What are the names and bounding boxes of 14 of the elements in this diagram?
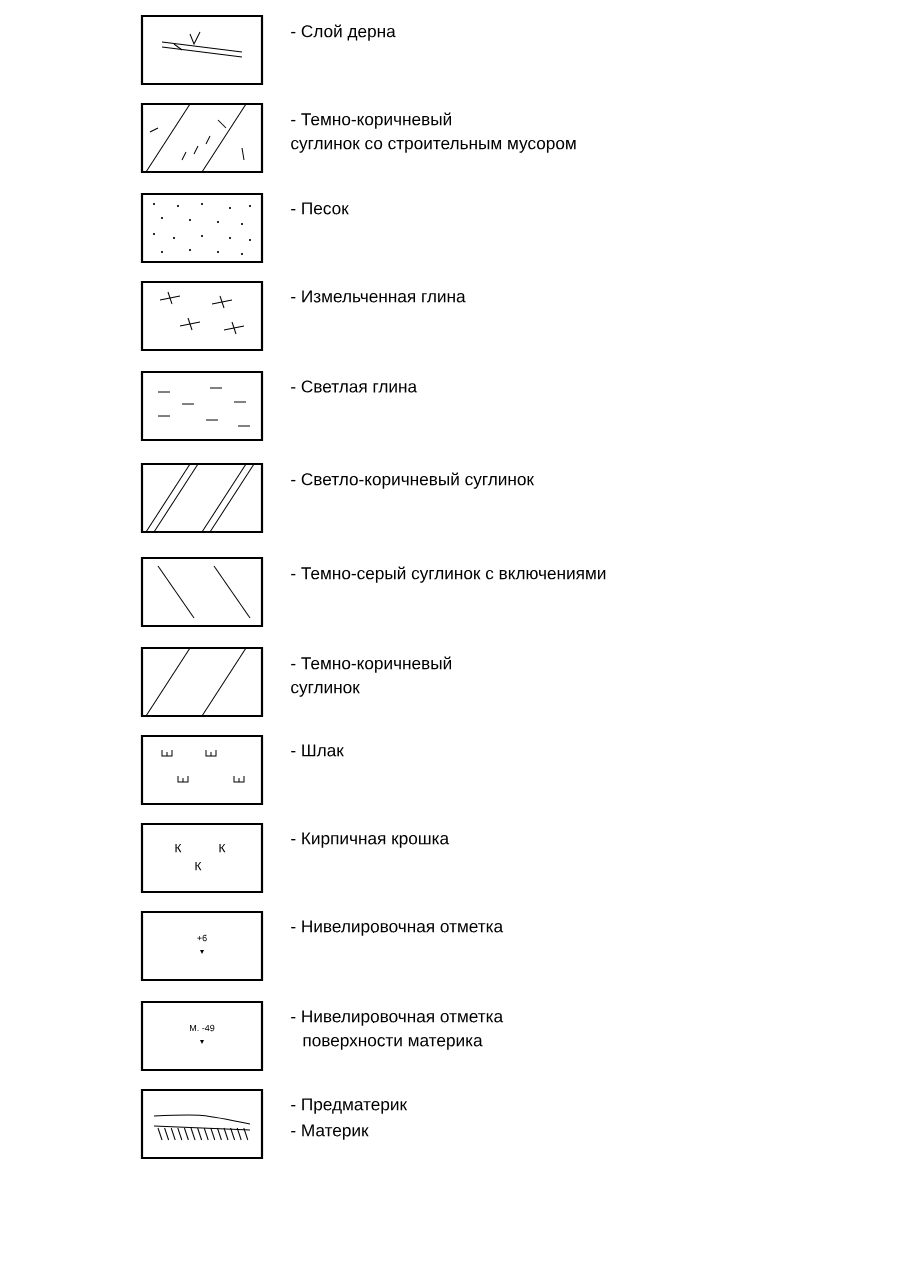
legend-text: - Темно-коричневый суглинок [291,656,451,697]
legend-text: - Светлая глина [291,380,418,393]
legend-text: - Материк [291,1124,369,1140]
legend-text: - Темно-серый суглинок с включениями [291,566,606,583]
legend-text: - Светло-коричневый суглинок [291,472,535,489]
legend-text: - Нивелировочная отметка [291,920,504,936]
legend-text: - Песок [291,202,349,215]
legend-text: - Кирпичная крошка [291,832,450,848]
legend-text: - Измельченная глина [291,290,466,303]
legend-text: - Нивелировочная отметка поверхности материка [291,1010,504,1050]
legend-text: - Шлак [291,744,344,757]
legend-text: - Предматерик [291,1098,408,1114]
legend-text: - Слой дерна [291,24,396,41]
legend-text: - Темно-коричневый суглинок со строительным мусором [291,112,576,153]
